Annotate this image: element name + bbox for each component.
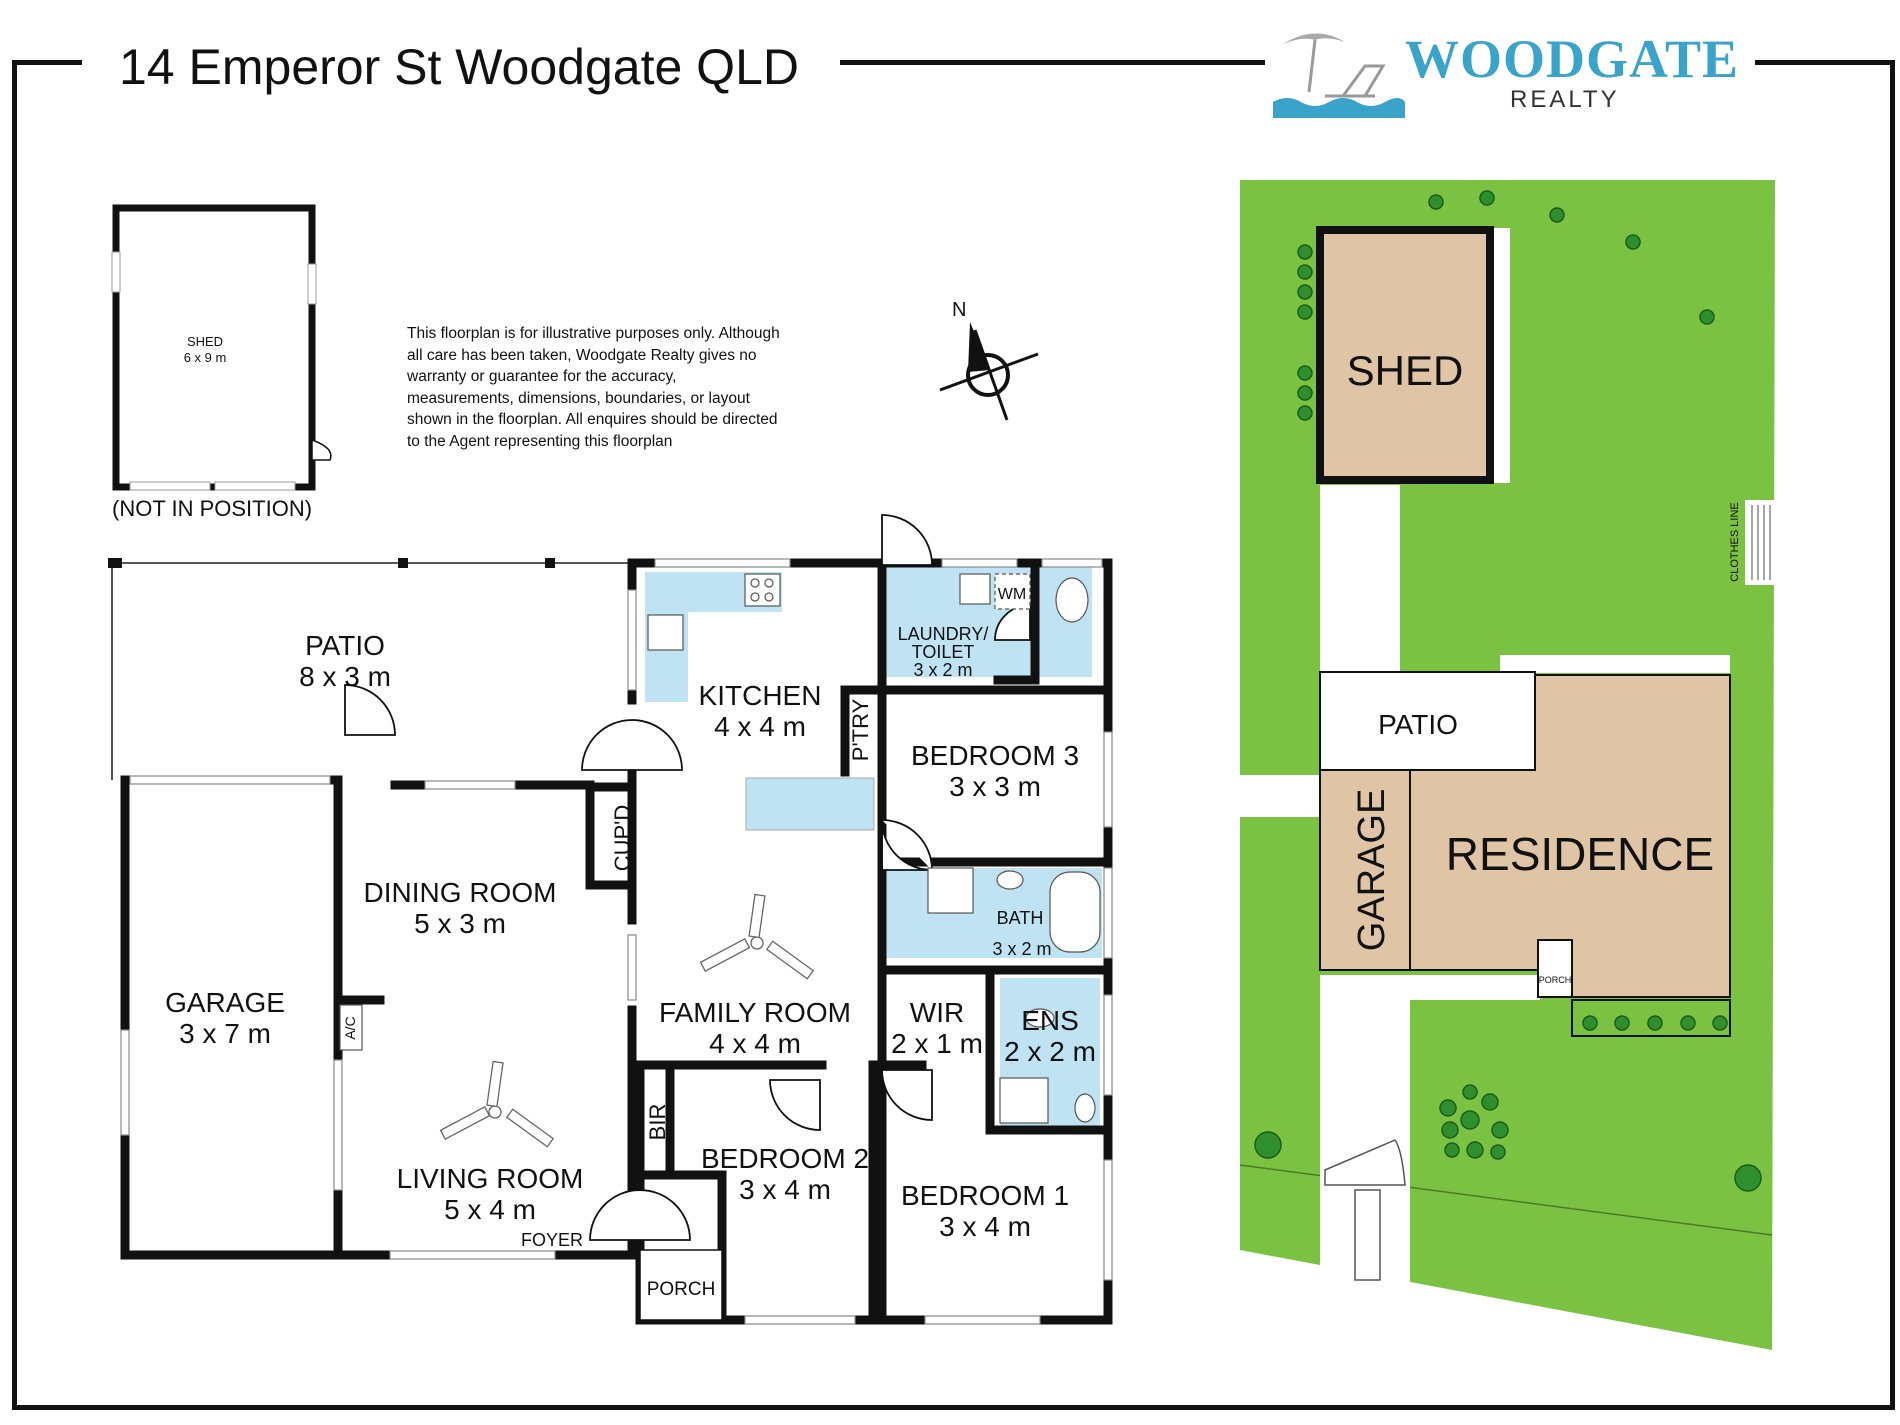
- clothes-line-label: CLOTHES LINE: [1729, 502, 1741, 581]
- foyer-label: FOYER: [521, 1230, 583, 1250]
- logo-wordmark: WOODGATE: [1405, 29, 1740, 89]
- doors: [344, 514, 1031, 1241]
- frame-top-right: [1755, 60, 1895, 65]
- site-garage: [1319, 769, 1411, 971]
- family-room-label: FAMILY ROOM: [659, 997, 851, 1028]
- frame-bottom: [12, 1405, 1895, 1410]
- laundry-label-2: TOILET: [912, 642, 975, 662]
- shed-not-in-position: (NOT IN POSITION): [112, 496, 312, 521]
- cupboard-label: CUP'D: [610, 805, 635, 872]
- kitchen-label: KITCHEN: [699, 680, 822, 711]
- site-plan: SHED PATIO RESIDENCE PORCH GARAGE CLOTHE…: [1239, 180, 1775, 1350]
- patio-size: 8 x 3 m: [299, 661, 391, 692]
- fixtures: [339, 573, 1101, 1124]
- bedroom1-label: BEDROOM 1: [901, 1180, 1069, 1211]
- disclaimer-text: This floorplan is for illustrative purpo…: [407, 325, 780, 450]
- bath-size: 3 x 2 m: [992, 939, 1051, 959]
- wir-size: 2 x 1 m: [891, 1028, 983, 1059]
- frame-left: [12, 60, 17, 1410]
- dining-room-size: 5 x 3 m: [414, 908, 506, 939]
- site-garage-label: GARAGE: [1351, 789, 1393, 952]
- frame-top-mid: [840, 60, 1265, 65]
- compass-north-label: N: [952, 299, 966, 321]
- bedroom3-size: 3 x 3 m: [949, 771, 1041, 802]
- site-trees: [1254, 190, 1762, 1192]
- site-residence-label: RESIDENCE: [1446, 828, 1714, 880]
- garage-label: GARAGE: [165, 987, 285, 1018]
- site-shed: [1316, 226, 1494, 484]
- patio-label: PATIO: [305, 630, 385, 661]
- shed-plan-name: SHED: [187, 334, 223, 349]
- shed-plan: SHED 6 x 9 m (NOT IN POSITION): [111, 204, 332, 521]
- dining-room-label: DINING ROOM: [364, 877, 557, 908]
- porch-label: PORCH: [647, 1279, 716, 1300]
- laundry-label: LAUNDRY/: [898, 624, 989, 644]
- bedroom3-label: BEDROOM 3: [911, 740, 1079, 771]
- ensuite-size: 2 x 2 m: [1004, 1036, 1096, 1067]
- north-compass: N: [939, 299, 1039, 421]
- site-shed-label: SHED: [1347, 347, 1464, 394]
- beach-chair-icon: [1273, 33, 1405, 118]
- ceiling-fans: [439, 893, 815, 1148]
- site-patio-label: PATIO: [1378, 709, 1458, 740]
- house-floorplan: PATIO 8 x 3 m KITCHEN 4 x 4 m LAUNDRY/ T…: [108, 514, 1113, 1325]
- bedroom2-label: BEDROOM 2: [701, 1143, 869, 1174]
- wir-label: WIR: [910, 997, 964, 1028]
- bedroom2-size: 3 x 4 m: [739, 1174, 831, 1205]
- living-room-label: LIVING ROOM: [397, 1163, 584, 1194]
- ac-label: A/C: [342, 1016, 358, 1039]
- windows: [120, 558, 1113, 1325]
- bath-label: BATH: [997, 908, 1044, 928]
- bedroom1-size: 3 x 4 m: [939, 1211, 1031, 1242]
- frame-right: [1890, 60, 1895, 1410]
- kitchen-size: 4 x 4 m: [714, 711, 806, 742]
- site-porch-label: PORCH: [1539, 975, 1572, 985]
- logo-subtitle: REALTY: [1510, 86, 1620, 113]
- shed-plan-size: 6 x 9 m: [184, 350, 227, 365]
- living-room-size: 5 x 4 m: [444, 1194, 536, 1225]
- garage-size: 3 x 7 m: [179, 1018, 271, 1049]
- frame-top-left: [12, 60, 82, 65]
- ensuite-label: ENS: [1021, 1005, 1079, 1036]
- pantry-label: P'TRY: [848, 698, 873, 761]
- page-title: 14 Emperor St Woodgate QLD: [105, 38, 813, 96]
- agency-logo: WOODGATE REALTY: [1265, 22, 1755, 118]
- washing-machine-label: WM: [998, 586, 1026, 603]
- bir-label: BIR: [645, 1104, 670, 1141]
- family-room-size: 4 x 4 m: [709, 1028, 801, 1059]
- laundry-size: 3 x 2 m: [913, 660, 972, 680]
